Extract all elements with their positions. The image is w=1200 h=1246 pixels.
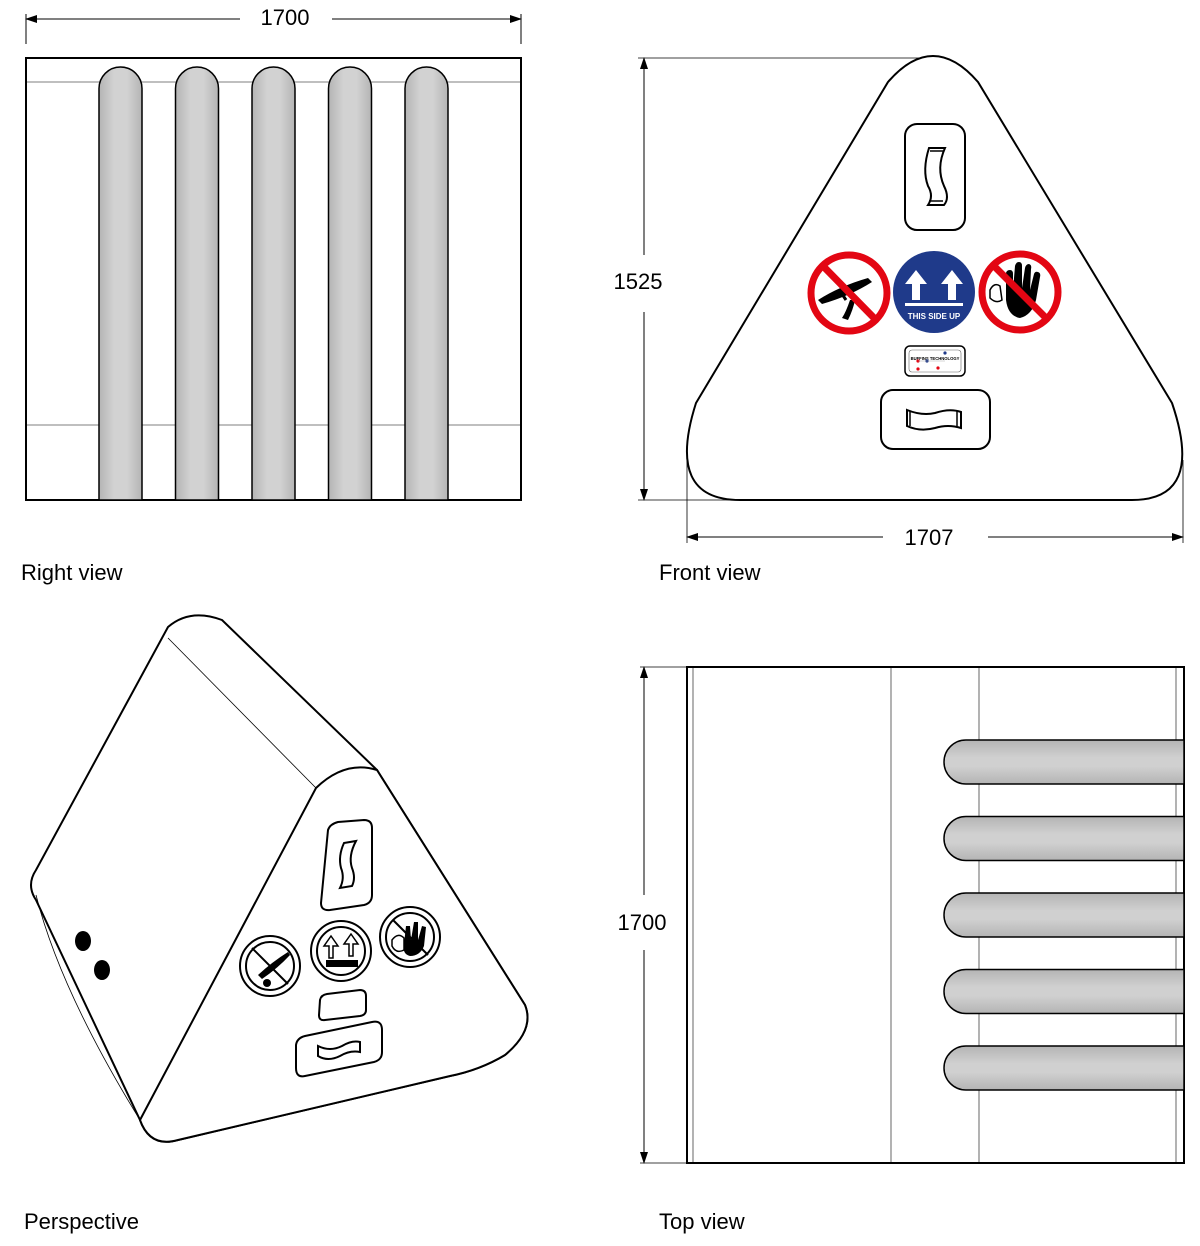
top-view-rails [943, 739, 1185, 1091]
top-view-rail [943, 892, 1185, 938]
perspective-upper-handle [319, 818, 373, 912]
side-button-lower [94, 960, 110, 980]
perspective-lower-handle [295, 1020, 383, 1078]
perspective-view [30, 614, 529, 1143]
front-upper-handle [904, 123, 966, 231]
top-view-rail [943, 968, 1185, 1015]
front-view-caption: Front view [659, 560, 761, 585]
top-view-rail [943, 739, 1185, 785]
perspective-no-knife-icon [239, 935, 301, 997]
right-view-width-label: 1700 [261, 5, 310, 30]
perspective-no-touch-icon [379, 906, 441, 968]
front-view-width-label: 1707 [905, 525, 954, 550]
perspective-this-side-up-icon [310, 920, 372, 982]
top-view-rail [943, 815, 1185, 862]
right-view-rail [98, 66, 143, 501]
top-view-height-label: 1700 [618, 910, 667, 935]
right-view-caption: Right view [21, 560, 123, 585]
right-view-rail [174, 66, 220, 501]
perspective-caption: Perspective [24, 1209, 139, 1234]
top-view: 1700 [618, 666, 1185, 1164]
front-view-height-label: 1525 [614, 269, 663, 294]
this-side-up-label: THIS SIDE UP [908, 312, 961, 321]
front-view: 1525 1707 [614, 55, 1184, 550]
right-view-width-dimension: 1700 [25, 5, 522, 44]
side-button-upper [75, 931, 91, 951]
brand-plate: BUFFINS TECHNOLOGY [904, 345, 966, 377]
top-view-height-dimension: 1700 [618, 666, 687, 1164]
top-view-rail [943, 1045, 1185, 1091]
this-side-up-icon: THIS SIDE UP [893, 251, 975, 333]
front-view-width-dimension: 1707 [686, 460, 1184, 550]
no-knife-icon [807, 251, 891, 335]
right-view: 1700 [25, 5, 522, 501]
brand-label: BUFFINS TECHNOLOGY [911, 356, 960, 361]
front-view-height-dimension: 1525 [614, 57, 930, 501]
front-lower-handle [880, 389, 991, 450]
right-view-rails [98, 66, 449, 501]
perspective-brand-plate [317, 988, 367, 1022]
no-touch-icon [978, 250, 1062, 334]
right-view-rail [404, 66, 449, 501]
right-view-rail [327, 66, 373, 501]
top-view-caption: Top view [659, 1209, 745, 1234]
right-view-rail [251, 66, 296, 501]
